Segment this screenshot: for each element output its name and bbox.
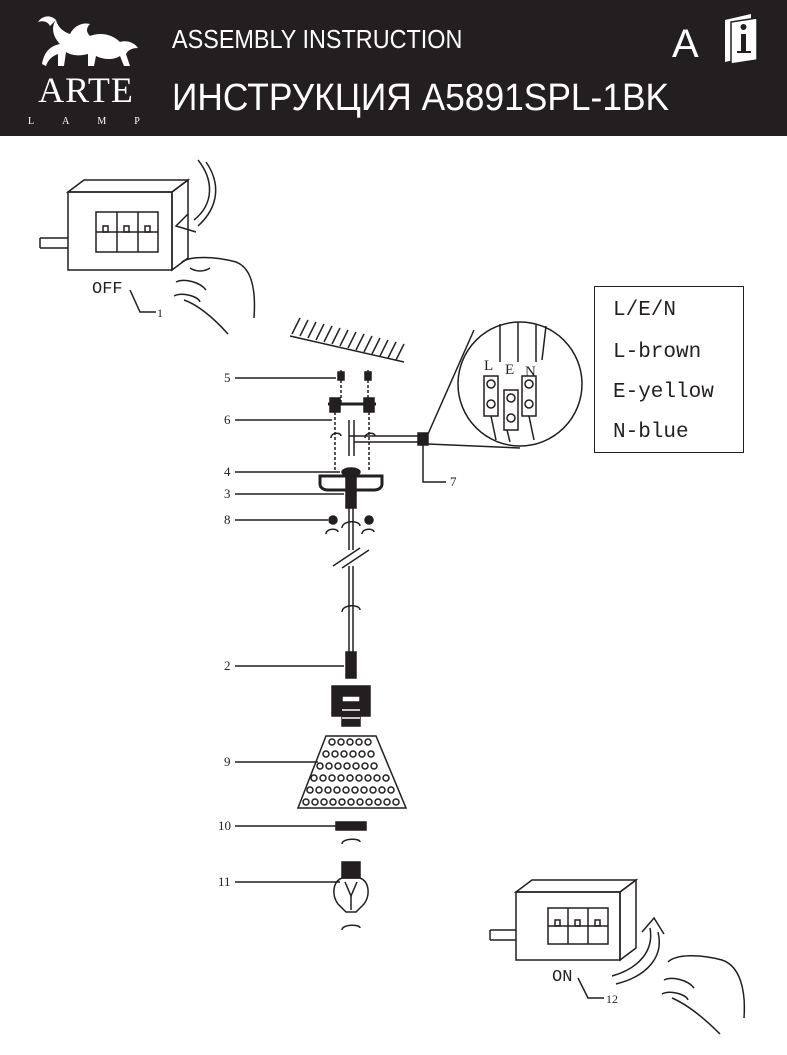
callout-6: 6 bbox=[224, 412, 231, 427]
shade-hole bbox=[337, 774, 345, 782]
shade-hole bbox=[387, 786, 395, 794]
shade-hole bbox=[310, 774, 318, 782]
shade-hole bbox=[311, 798, 319, 806]
callout-12: 12 bbox=[606, 992, 618, 1006]
shade-hole bbox=[392, 798, 400, 806]
assembly-diagram bbox=[39, 159, 746, 1035]
shade-hole bbox=[319, 774, 327, 782]
shade-hole bbox=[356, 798, 364, 806]
shade-hole bbox=[324, 786, 332, 794]
brand-logo-icon bbox=[38, 16, 138, 66]
shade-hole bbox=[351, 786, 359, 794]
terminal-label-l: L bbox=[484, 358, 494, 374]
shade-hole bbox=[316, 762, 324, 770]
shade-hole bbox=[334, 762, 342, 770]
page-header: ARTE LAMP ASSEMBLY INSTRUCTION ИНСТРУКЦИ… bbox=[0, 0, 787, 136]
callout-3: 3 bbox=[224, 486, 231, 501]
shade-hole bbox=[382, 774, 390, 782]
brand-subtitle: LAMP bbox=[28, 116, 168, 127]
wire-color-legend: L/E/N L-brown E-yellow N-blue bbox=[594, 286, 744, 453]
shade-hole bbox=[364, 774, 372, 782]
callout-11: 11 bbox=[218, 874, 231, 889]
hand-icon bbox=[661, 955, 746, 1035]
shade-hole bbox=[337, 738, 345, 746]
switch-off-label: OFF bbox=[92, 280, 123, 299]
shade-hole bbox=[364, 738, 372, 746]
shade-hole bbox=[355, 738, 363, 746]
shade-hole bbox=[325, 762, 333, 770]
legend-row: L-brown bbox=[613, 341, 702, 364]
shade-hole bbox=[383, 798, 391, 806]
shade-hole bbox=[370, 762, 378, 770]
callout-4: 4 bbox=[224, 464, 231, 479]
terminal-label-n: N bbox=[525, 364, 536, 380]
light-bulb bbox=[333, 861, 369, 913]
shade-hole bbox=[322, 750, 330, 758]
shade-hole bbox=[360, 786, 368, 794]
switch-on-icon bbox=[489, 878, 639, 962]
legend-row: E-yellow bbox=[613, 381, 714, 404]
shade-hole bbox=[355, 774, 363, 782]
shade-hole bbox=[374, 798, 382, 806]
shade-hole bbox=[338, 798, 346, 806]
callout-5: 5 bbox=[224, 370, 231, 385]
switch-on-label: ON bbox=[552, 968, 573, 987]
shade-hole bbox=[329, 798, 337, 806]
language-letter: A bbox=[672, 22, 699, 66]
shade-hole bbox=[340, 750, 348, 758]
shade-hole bbox=[302, 798, 310, 806]
callout-8: 8 bbox=[224, 512, 231, 527]
shade-hole bbox=[373, 774, 381, 782]
callout-1: 1 bbox=[157, 306, 163, 320]
mounting-bracket bbox=[328, 397, 376, 470]
shade-hole bbox=[365, 798, 373, 806]
shade-hole bbox=[328, 738, 336, 746]
callout-2: 2 bbox=[224, 658, 231, 673]
callout-7: 7 bbox=[450, 474, 457, 489]
terminal-block-detail bbox=[457, 321, 583, 447]
shade-hole bbox=[349, 750, 357, 758]
shade-hole bbox=[352, 762, 360, 770]
shade-hole bbox=[320, 798, 328, 806]
shade-hole bbox=[367, 750, 375, 758]
curved-arrow-icon bbox=[174, 159, 217, 233]
hand-icon bbox=[173, 256, 256, 335]
shade-hole bbox=[333, 786, 341, 794]
callout-9: 9 bbox=[224, 754, 231, 769]
shade-hole bbox=[331, 750, 339, 758]
shade-hole bbox=[369, 786, 377, 794]
shade-hole bbox=[306, 786, 314, 794]
shade-hole bbox=[315, 786, 323, 794]
shade-hole bbox=[346, 774, 354, 782]
shade-hole bbox=[358, 750, 366, 758]
switch-off-icon bbox=[39, 178, 191, 272]
callout-10: 10 bbox=[218, 818, 231, 833]
legend-row: N-blue bbox=[613, 421, 689, 444]
shade-hole bbox=[328, 774, 336, 782]
shade-hole bbox=[378, 786, 386, 794]
title-english: ASSEMBLY INSTRUCTION bbox=[172, 24, 463, 54]
ceiling-hatch bbox=[289, 317, 405, 363]
title-russian: ИНСТРУКЦИЯ A5891SPL-1BK bbox=[172, 77, 670, 119]
shade-hole bbox=[343, 762, 351, 770]
shade-hole bbox=[347, 798, 355, 806]
terminal-label-e: E bbox=[505, 362, 515, 378]
book-info-icon bbox=[725, 14, 758, 64]
legend-row: L/E/N bbox=[613, 299, 677, 322]
shade-hole bbox=[361, 762, 369, 770]
shade-hole bbox=[342, 786, 350, 794]
brand-name: ARTE bbox=[38, 70, 134, 110]
shade-hole bbox=[346, 738, 354, 746]
lamp-shade bbox=[296, 735, 408, 809]
curved-arrow-up-icon bbox=[611, 916, 665, 985]
